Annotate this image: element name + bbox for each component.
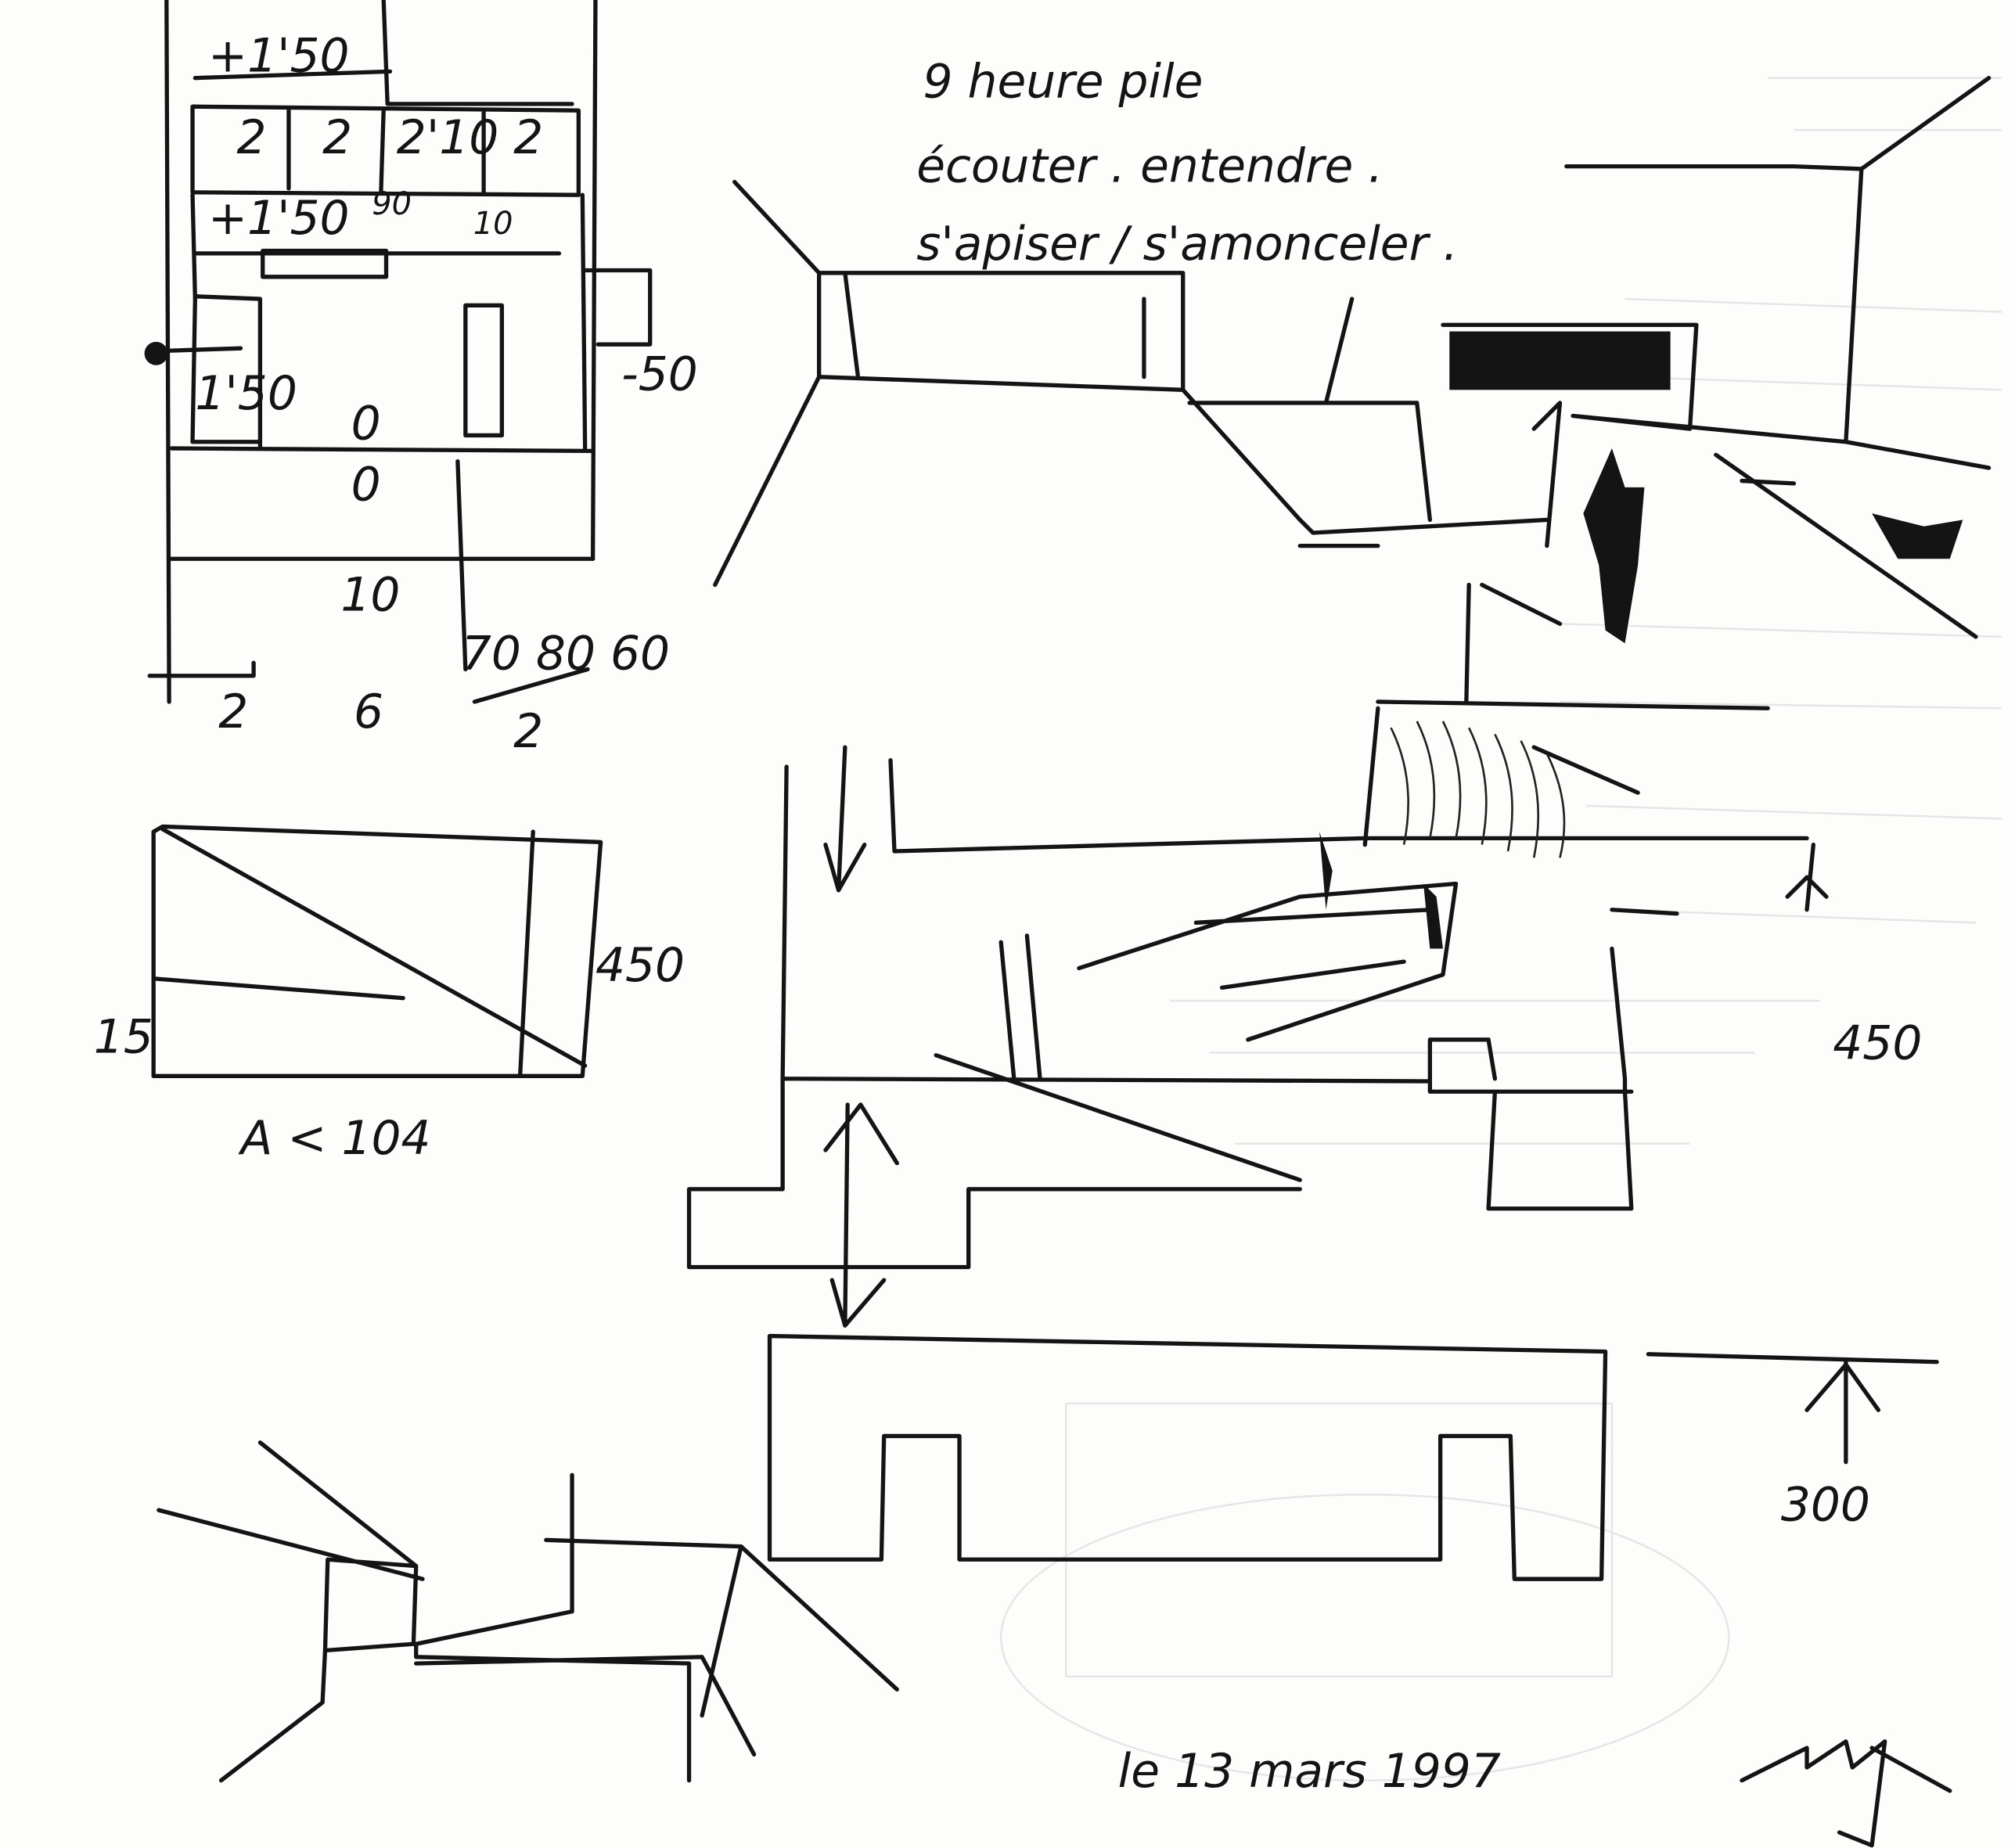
section-label: A < 104 <box>237 1112 430 1166</box>
plan-label: 2 <box>513 705 543 759</box>
plan-label: 10 <box>340 569 400 623</box>
handwritten-notes: 9 heure pile écouter . entendre . s'apis… <box>916 56 1458 272</box>
note-line: 9 heure pile <box>923 56 1204 110</box>
figure-standing <box>1583 448 1645 644</box>
plan-dot-marker <box>144 341 168 365</box>
plan-label: 6 <box>354 685 383 739</box>
plan-label: 2 <box>513 111 543 165</box>
plan-label: 10 <box>473 206 513 242</box>
plan-label: 0 <box>351 397 381 451</box>
perspective-view-top <box>713 76 1992 704</box>
dark-opening <box>1449 331 1671 390</box>
date-inscription: le 13 mars 1997 <box>1118 1745 1501 1799</box>
perspective-view-middle: 450 <box>686 699 1922 1328</box>
plan-label: 70 80 60 <box>462 627 670 681</box>
plan-label: 2 <box>237 111 267 165</box>
figure-reclining <box>1872 513 1963 559</box>
plan-label: -50 <box>621 347 698 401</box>
plan-label: +1'50 <box>208 192 350 246</box>
perspective-view-bottom <box>157 1440 899 1783</box>
plan-label: 90 <box>372 186 412 222</box>
note-line: écouter . entendre . <box>916 140 1383 194</box>
plan-label: +1'50 <box>208 29 350 83</box>
plan-drawing: +1'50 2 2 2'10 2 +1'50 90 10 1'50 -50 0 … <box>144 0 698 759</box>
section-label: 450 <box>596 939 685 993</box>
note-line: s'apiser / s'amonceler . <box>916 218 1458 271</box>
plan-label: 0 <box>351 458 381 512</box>
section-drawing: 450 15 A < 104 <box>94 824 685 1166</box>
signature-mark <box>1740 1739 1952 1848</box>
figures-group <box>1319 832 1443 949</box>
height-label: 450 <box>1833 1017 1922 1071</box>
height-label: 300 <box>1781 1478 1870 1532</box>
plan-label: 2 <box>322 111 352 165</box>
plan-label: 1'50 <box>195 367 297 421</box>
plan-label: 2 <box>218 685 248 739</box>
section-label: 15 <box>94 1010 153 1064</box>
elevation-drawing: 300 <box>767 1333 1939 1581</box>
show-through-ghost <box>999 77 2002 1781</box>
plan-label: 2'10 <box>397 111 499 165</box>
